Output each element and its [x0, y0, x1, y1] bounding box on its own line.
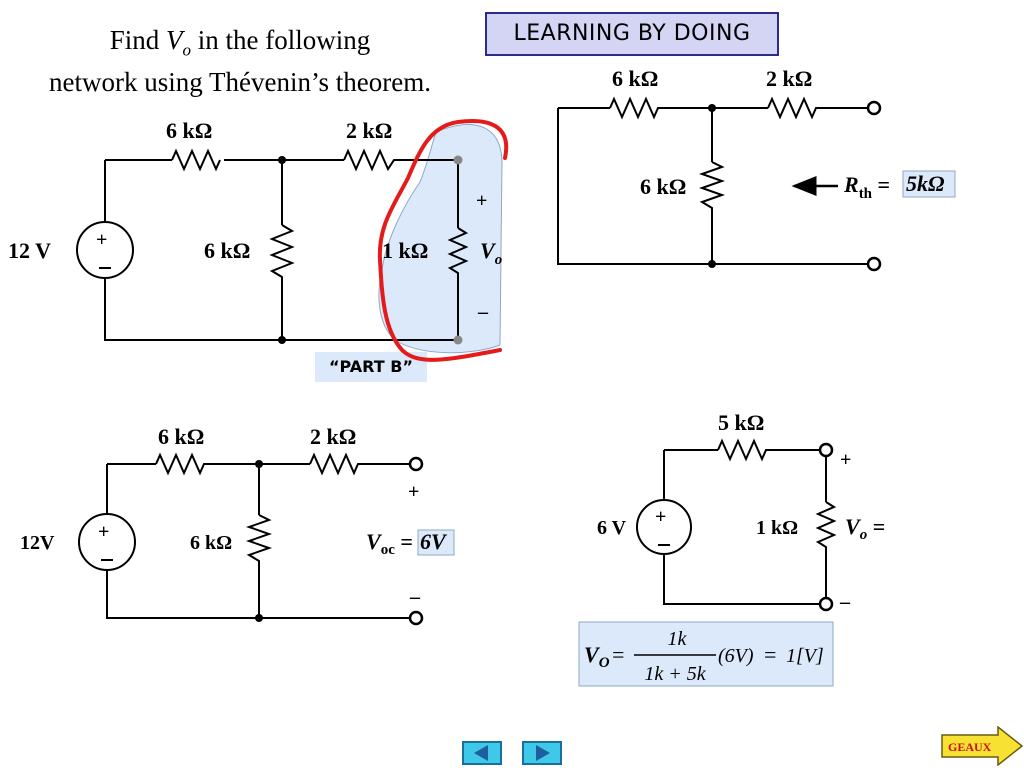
th-label-plus: + [840, 449, 851, 471]
th-resistor-5k [717, 438, 770, 462]
voc-node-bottom [255, 614, 263, 622]
voc-source-plus: + [98, 521, 109, 543]
th-label-5k: 5 kΩ [718, 410, 764, 435]
voc-node-top [255, 460, 263, 468]
voc-label-2k: 2 kΩ [310, 424, 356, 449]
rth-circuit: 6 kΩ 2 kΩ 6 kΩ Rth = 5kΩ [557, 66, 956, 272]
rth-answer-box [902, 170, 956, 198]
problem-title: Find Vo in the following network using T… [10, 24, 470, 98]
formula-numerator: 1k [668, 628, 688, 650]
voc-resistor-6k-mid [245, 514, 273, 567]
main-bottom-wires [104, 160, 458, 341]
formula: VO = 1k 1k + 5k (6V) = 1[V] [578, 621, 834, 687]
next-slide-button[interactable] [522, 741, 562, 765]
title-line-2: network using Thévenin’s theorem. [49, 67, 431, 98]
formula-equals-1: = [612, 642, 624, 667]
red-annotation-circle [377, 119, 509, 362]
main-label-minus: – [477, 301, 489, 323]
formula-lhs: VO [584, 642, 610, 671]
th-label-source: 6 V [597, 517, 627, 539]
main-resistor-6k-top [171, 148, 221, 172]
voc-terminal-bottom [408, 610, 424, 626]
main-label-1k: 1 kΩ [382, 238, 428, 263]
voc-label-minus: – [409, 586, 421, 608]
th-bottom-wires [663, 450, 820, 605]
rth-node-bottom [708, 260, 716, 268]
formula-box [578, 621, 834, 687]
arrow-right-icon [536, 745, 550, 761]
main-circuit: + 6 kΩ 2 kΩ 6 kΩ 1 kΩ 12 V + – Vo [8, 118, 509, 362]
geaux-label: GEAUX [948, 740, 992, 754]
th-voltage-source [636, 499, 692, 555]
voc-circuit: + 6 kΩ 2 kΩ 6 kΩ 12V + – Voc = 6V [20, 424, 455, 626]
part-b-label: “PART B” [315, 352, 427, 382]
thevenin-circuit: + 5 kΩ 1 kΩ 6 V + – Vo = [597, 410, 885, 613]
rth-label-6k-top: 6 kΩ [612, 66, 658, 91]
load-highlight [378, 124, 503, 354]
geaux-button[interactable]: GEAUX [940, 726, 1024, 766]
th-label-vo: Vo = [845, 514, 885, 543]
voc-resistor-6k-top [155, 452, 208, 476]
voc-label-6k-mid: 6 kΩ [190, 532, 232, 554]
rth-node-top [708, 104, 716, 112]
main-resistor-2k [343, 148, 398, 172]
rth-label-2k: 2 kΩ [766, 66, 812, 91]
voc-bottom-wires [106, 464, 410, 619]
rth-bottom-wires [557, 108, 868, 265]
voc-voltage-source [78, 513, 136, 571]
formula-result: 1[V] [786, 645, 824, 667]
main-node-top [278, 156, 286, 164]
th-terminal-top [818, 442, 834, 458]
th-label-1k: 1 kΩ [756, 517, 798, 539]
rth-label: Rth = [843, 172, 890, 202]
arrow-left-icon [474, 745, 488, 761]
main-voltage-source [76, 221, 134, 279]
rth-terminal-bottom [866, 256, 882, 272]
rth-resistor-6k-top [609, 96, 662, 120]
geaux-arrow-icon [941, 726, 1024, 766]
th-source-plus: + [655, 506, 666, 528]
th-resistor-1k [815, 501, 837, 552]
main-label-source: 12 V [8, 238, 51, 263]
voc-resistor-2k [309, 452, 362, 476]
prev-slide-button[interactable] [462, 741, 502, 765]
voc-label-source: 12V [20, 532, 55, 554]
rth-resistor-6k-mid [698, 161, 726, 214]
voc-label: Voc = [366, 529, 413, 558]
main-node-bottom [278, 336, 286, 344]
formula-denominator: 1k + 5k [644, 663, 706, 685]
main-resistor-6k-mid [269, 224, 295, 283]
formula-equals-2: = [764, 642, 776, 667]
th-terminal-bottom [818, 596, 834, 612]
main-label-6k-top: 6 kΩ [166, 118, 212, 143]
learning-by-doing-badge: LEARNING BY DOING [485, 12, 779, 56]
th-label-minus: – [839, 591, 851, 613]
rth-terminal-top [866, 100, 882, 116]
main-resistor-1k [447, 227, 469, 278]
main-terminal-top [453, 155, 463, 165]
voc-terminal-top [408, 456, 424, 472]
main-label-2k: 2 kΩ [346, 118, 392, 143]
main-label-vo: Vo [480, 238, 502, 268]
main-label-plus: + [476, 190, 487, 212]
rth-label-6k-mid: 6 kΩ [640, 174, 686, 199]
voc-answer-box [417, 529, 455, 556]
title-line-1: Find Vo in the following [109, 25, 371, 60]
rth-answer: 5kΩ [906, 171, 945, 196]
rth-resistor-2k [767, 96, 820, 120]
voc-label-plus: + [408, 481, 419, 503]
formula-multiplier: (6V) [718, 645, 754, 667]
main-terminal-bottom [453, 335, 463, 345]
voc-label-6k-top: 6 kΩ [158, 424, 204, 449]
voc-answer: 6V [420, 529, 448, 554]
main-source-plus: + [96, 229, 107, 251]
main-label-6k-mid: 6 kΩ [204, 238, 250, 263]
